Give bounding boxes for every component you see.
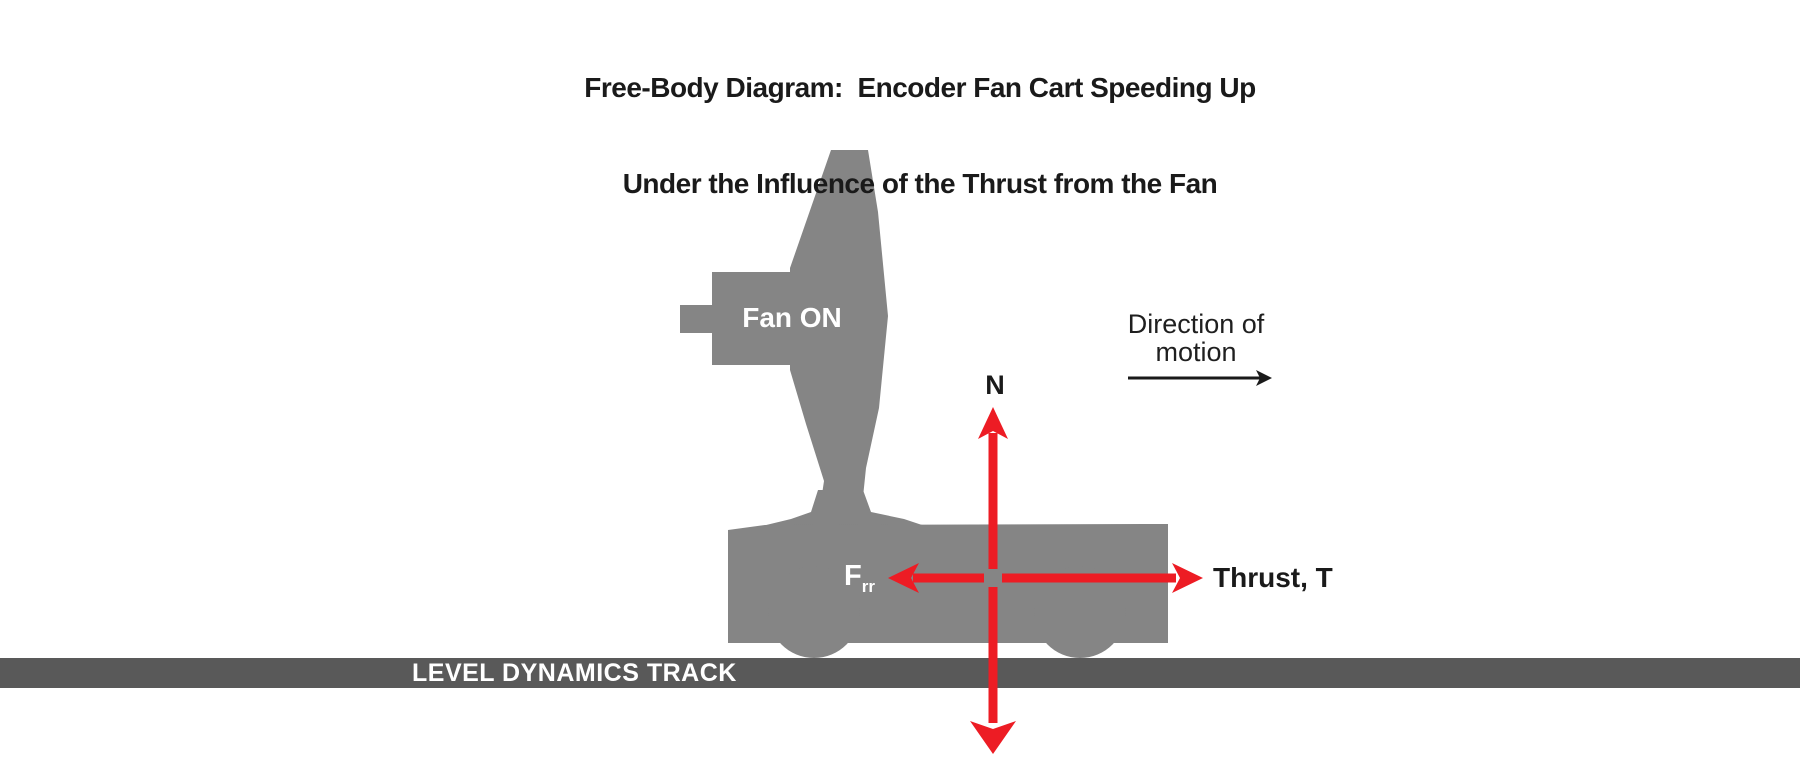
thrust-force-label: Thrust, T — [1213, 562, 1333, 593]
fan-motor-box — [712, 272, 791, 365]
friction-force-arrow — [888, 563, 984, 593]
weight-force-arrow — [970, 587, 1016, 754]
direction-arrow-head — [1256, 370, 1272, 386]
normal-force-arrow — [978, 407, 1008, 569]
friction-arrow-shaft — [913, 573, 984, 583]
track-bar — [0, 658, 1800, 688]
fan-cart-silhouette — [680, 150, 1168, 658]
normal-arrow-head — [978, 407, 1008, 439]
cart-wheel-right — [1034, 566, 1126, 658]
rolling-friction-subscript: rr — [861, 577, 875, 596]
friction-arrow-head — [888, 563, 919, 593]
thrust-arrow-shaft — [1002, 573, 1176, 583]
fan-on-label: Fan ON — [742, 302, 842, 333]
weight-arrow-shaft — [988, 587, 998, 723]
fan-blade — [790, 150, 888, 514]
cart-wheel-left — [768, 566, 860, 658]
thrust-force-arrow — [1002, 563, 1203, 593]
diagram-title-line1: Free-Body Diagram: Encoder Fan Cart Spee… — [584, 72, 1256, 103]
normal-arrow-shaft — [988, 433, 998, 569]
diagram-title-line2: Under the Influence of the Thrust from t… — [622, 168, 1218, 199]
direction-of-motion-arrow — [1128, 370, 1272, 386]
normal-force-label: N — [985, 370, 1005, 400]
fan-mount — [758, 490, 928, 527]
weight-arrow-head — [970, 721, 1016, 754]
diagram-title: Free-Body Diagram: Encoder Fan Cart Spee… — [220, 8, 1620, 264]
direction-label-line2: motion — [1155, 337, 1237, 367]
thrust-arrow-head — [1172, 563, 1203, 593]
direction-label-line1: Direction of — [1127, 309, 1265, 339]
rolling-friction-label: Frr — [844, 560, 875, 597]
direction-of-motion-label: Direction of motion — [1118, 310, 1274, 366]
track-label: LEVEL DYNAMICS TRACK — [412, 659, 737, 687]
rolling-friction-symbol: F — [844, 560, 862, 592]
fan-motor-tab — [680, 305, 713, 333]
